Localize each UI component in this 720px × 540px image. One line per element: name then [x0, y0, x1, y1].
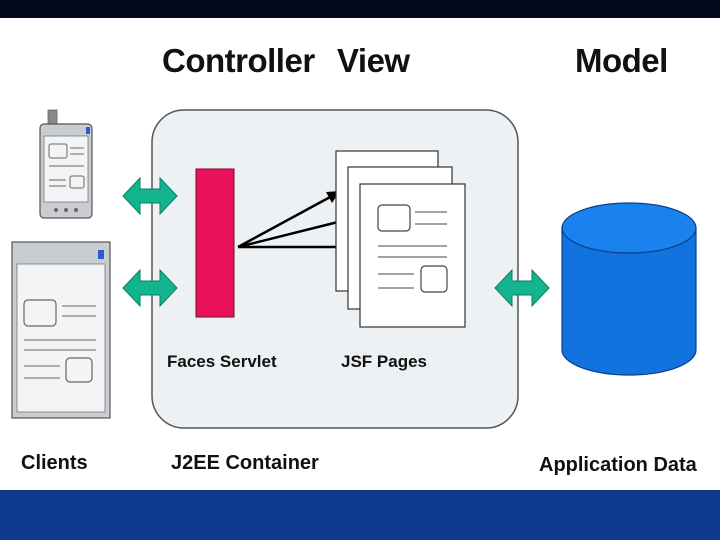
desktop-client-icon: [11, 241, 111, 419]
model-arrow: [494, 268, 550, 308]
clients-label: Clients: [21, 452, 88, 474]
mvc-diagram: Controller View Model Faces Servlet JSF …: [0, 18, 720, 490]
jsf-page-icon: [335, 150, 466, 328]
view-heading: View: [337, 42, 410, 79]
database-icon: [561, 202, 697, 376]
controller-heading: Controller: [162, 42, 315, 79]
top-bar: [0, 0, 720, 18]
faces-servlet-bar: [195, 168, 235, 318]
client-arrow-top: [122, 176, 178, 216]
faces-servlet-label: Faces Servlet: [167, 352, 277, 371]
application-data-label: Application Data: [539, 454, 697, 476]
diagram-art: [11, 109, 697, 429]
client-arrow-bottom: [122, 268, 178, 308]
pda-icon: [39, 109, 93, 219]
model-heading: Model: [575, 42, 668, 79]
j2ee-container-label: J2EE Container: [171, 452, 319, 474]
jsf-pages-label: JSF Pages: [341, 352, 427, 371]
bottom-bar: [0, 490, 720, 540]
